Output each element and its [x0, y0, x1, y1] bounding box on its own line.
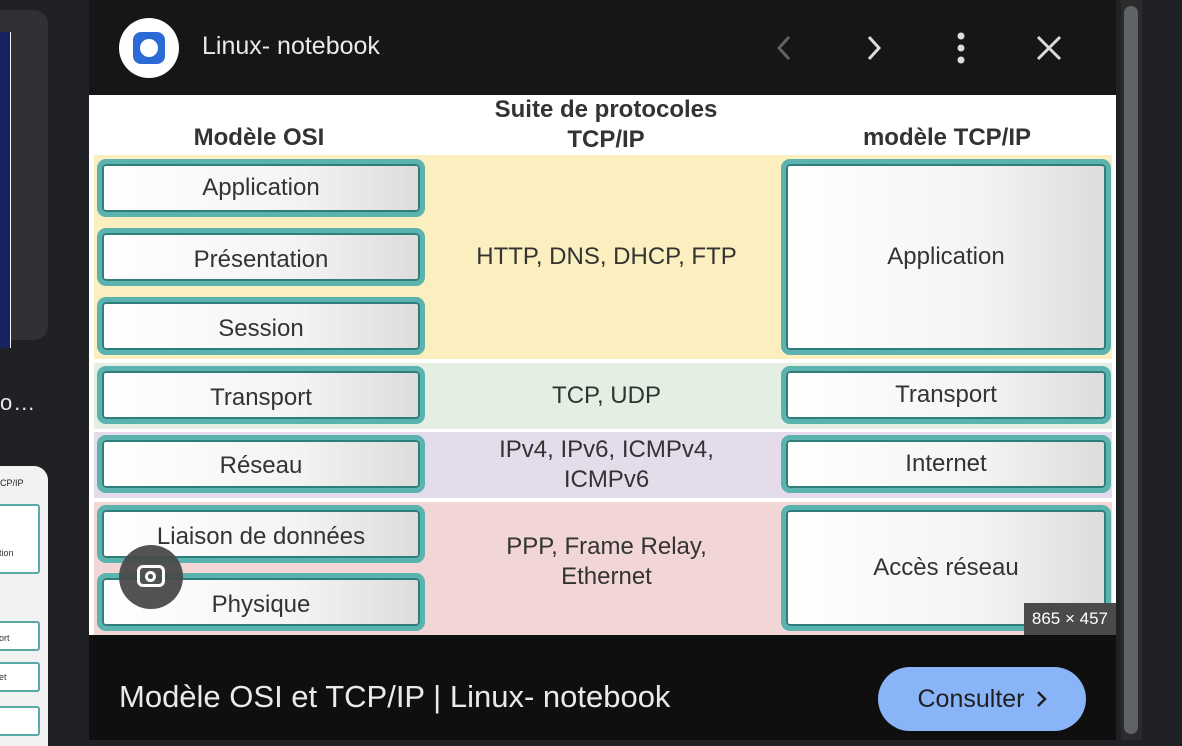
scrollbar-thumb[interactable]	[1124, 6, 1138, 734]
chevron-right-icon	[1036, 691, 1047, 707]
image-dimensions-badge: 865 × 457	[1023, 603, 1116, 635]
viewer-header: Linux- notebook	[89, 0, 1116, 95]
column-header-suite: Suite de protocoles TCP/IP	[494, 96, 718, 153]
osi-layer: Application	[97, 159, 425, 217]
close-icon	[1036, 35, 1062, 61]
consult-label: Consulter	[917, 684, 1025, 713]
google-lens-icon	[137, 565, 165, 587]
close-button[interactable]	[1027, 26, 1071, 70]
consult-button[interactable]: Consulter	[878, 667, 1086, 731]
protocols-application: HTTP, DNS, DHCP, FTP	[476, 243, 737, 270]
chevron-right-icon	[867, 35, 882, 61]
image-caption[interactable]: Modèle OSI et TCP/IP | Linux- notebook	[119, 679, 671, 714]
left-thumb-item	[0, 706, 40, 736]
left-result-title: o…	[0, 390, 37, 415]
osi-layer: Présentation	[97, 228, 425, 286]
left-thumb-item: net	[0, 662, 40, 692]
column-header-tcpip: modèle TCP/IP	[862, 124, 1032, 151]
osi-layer: Physique	[97, 573, 425, 631]
image-viewer-panel: Linux- notebook Modèle OSI Suite de prot…	[89, 0, 1116, 740]
google-lens-button[interactable]	[119, 545, 183, 609]
osi-layer: Réseau	[97, 435, 425, 493]
tcpip-layer: Transport	[781, 366, 1111, 424]
protocols-transport: TCP, UDP	[552, 382, 661, 409]
scrollbar[interactable]	[1121, 0, 1142, 740]
osi-layer: Session	[97, 297, 425, 355]
left-thumb-item: port	[0, 621, 40, 651]
more-options-button[interactable]	[939, 26, 983, 70]
left-result-thumbnail	[0, 32, 11, 348]
chevron-left-icon	[776, 35, 791, 61]
previous-button[interactable]	[763, 26, 807, 70]
left-result-card[interactable]	[0, 10, 48, 348]
left-thumb-header: CP/IP	[0, 478, 24, 488]
protocols-access: PPP, Frame Relay, Ethernet	[506, 532, 707, 590]
site-favicon[interactable]	[119, 18, 179, 78]
tcpip-layer: Internet	[781, 435, 1111, 493]
protocols-internet: IPv4, IPv6, ICMPv4, ICMPv6	[499, 436, 714, 493]
left-thumb-item: ation	[0, 504, 40, 574]
tcpip-layer: Application	[781, 159, 1111, 355]
site-name[interactable]: Linux- notebook	[202, 32, 380, 60]
osi-layer: Transport	[97, 366, 425, 424]
preview-image[interactable]: Modèle OSI Suite de protocoles TCP/IP mo…	[89, 95, 1116, 635]
column-header-osi: Modèle OSI	[193, 124, 325, 151]
more-vert-icon	[957, 32, 965, 64]
globe-icon	[133, 32, 165, 64]
next-button[interactable]	[851, 26, 895, 70]
left-result-card-2[interactable]: CP/IP ation port net	[0, 466, 48, 746]
